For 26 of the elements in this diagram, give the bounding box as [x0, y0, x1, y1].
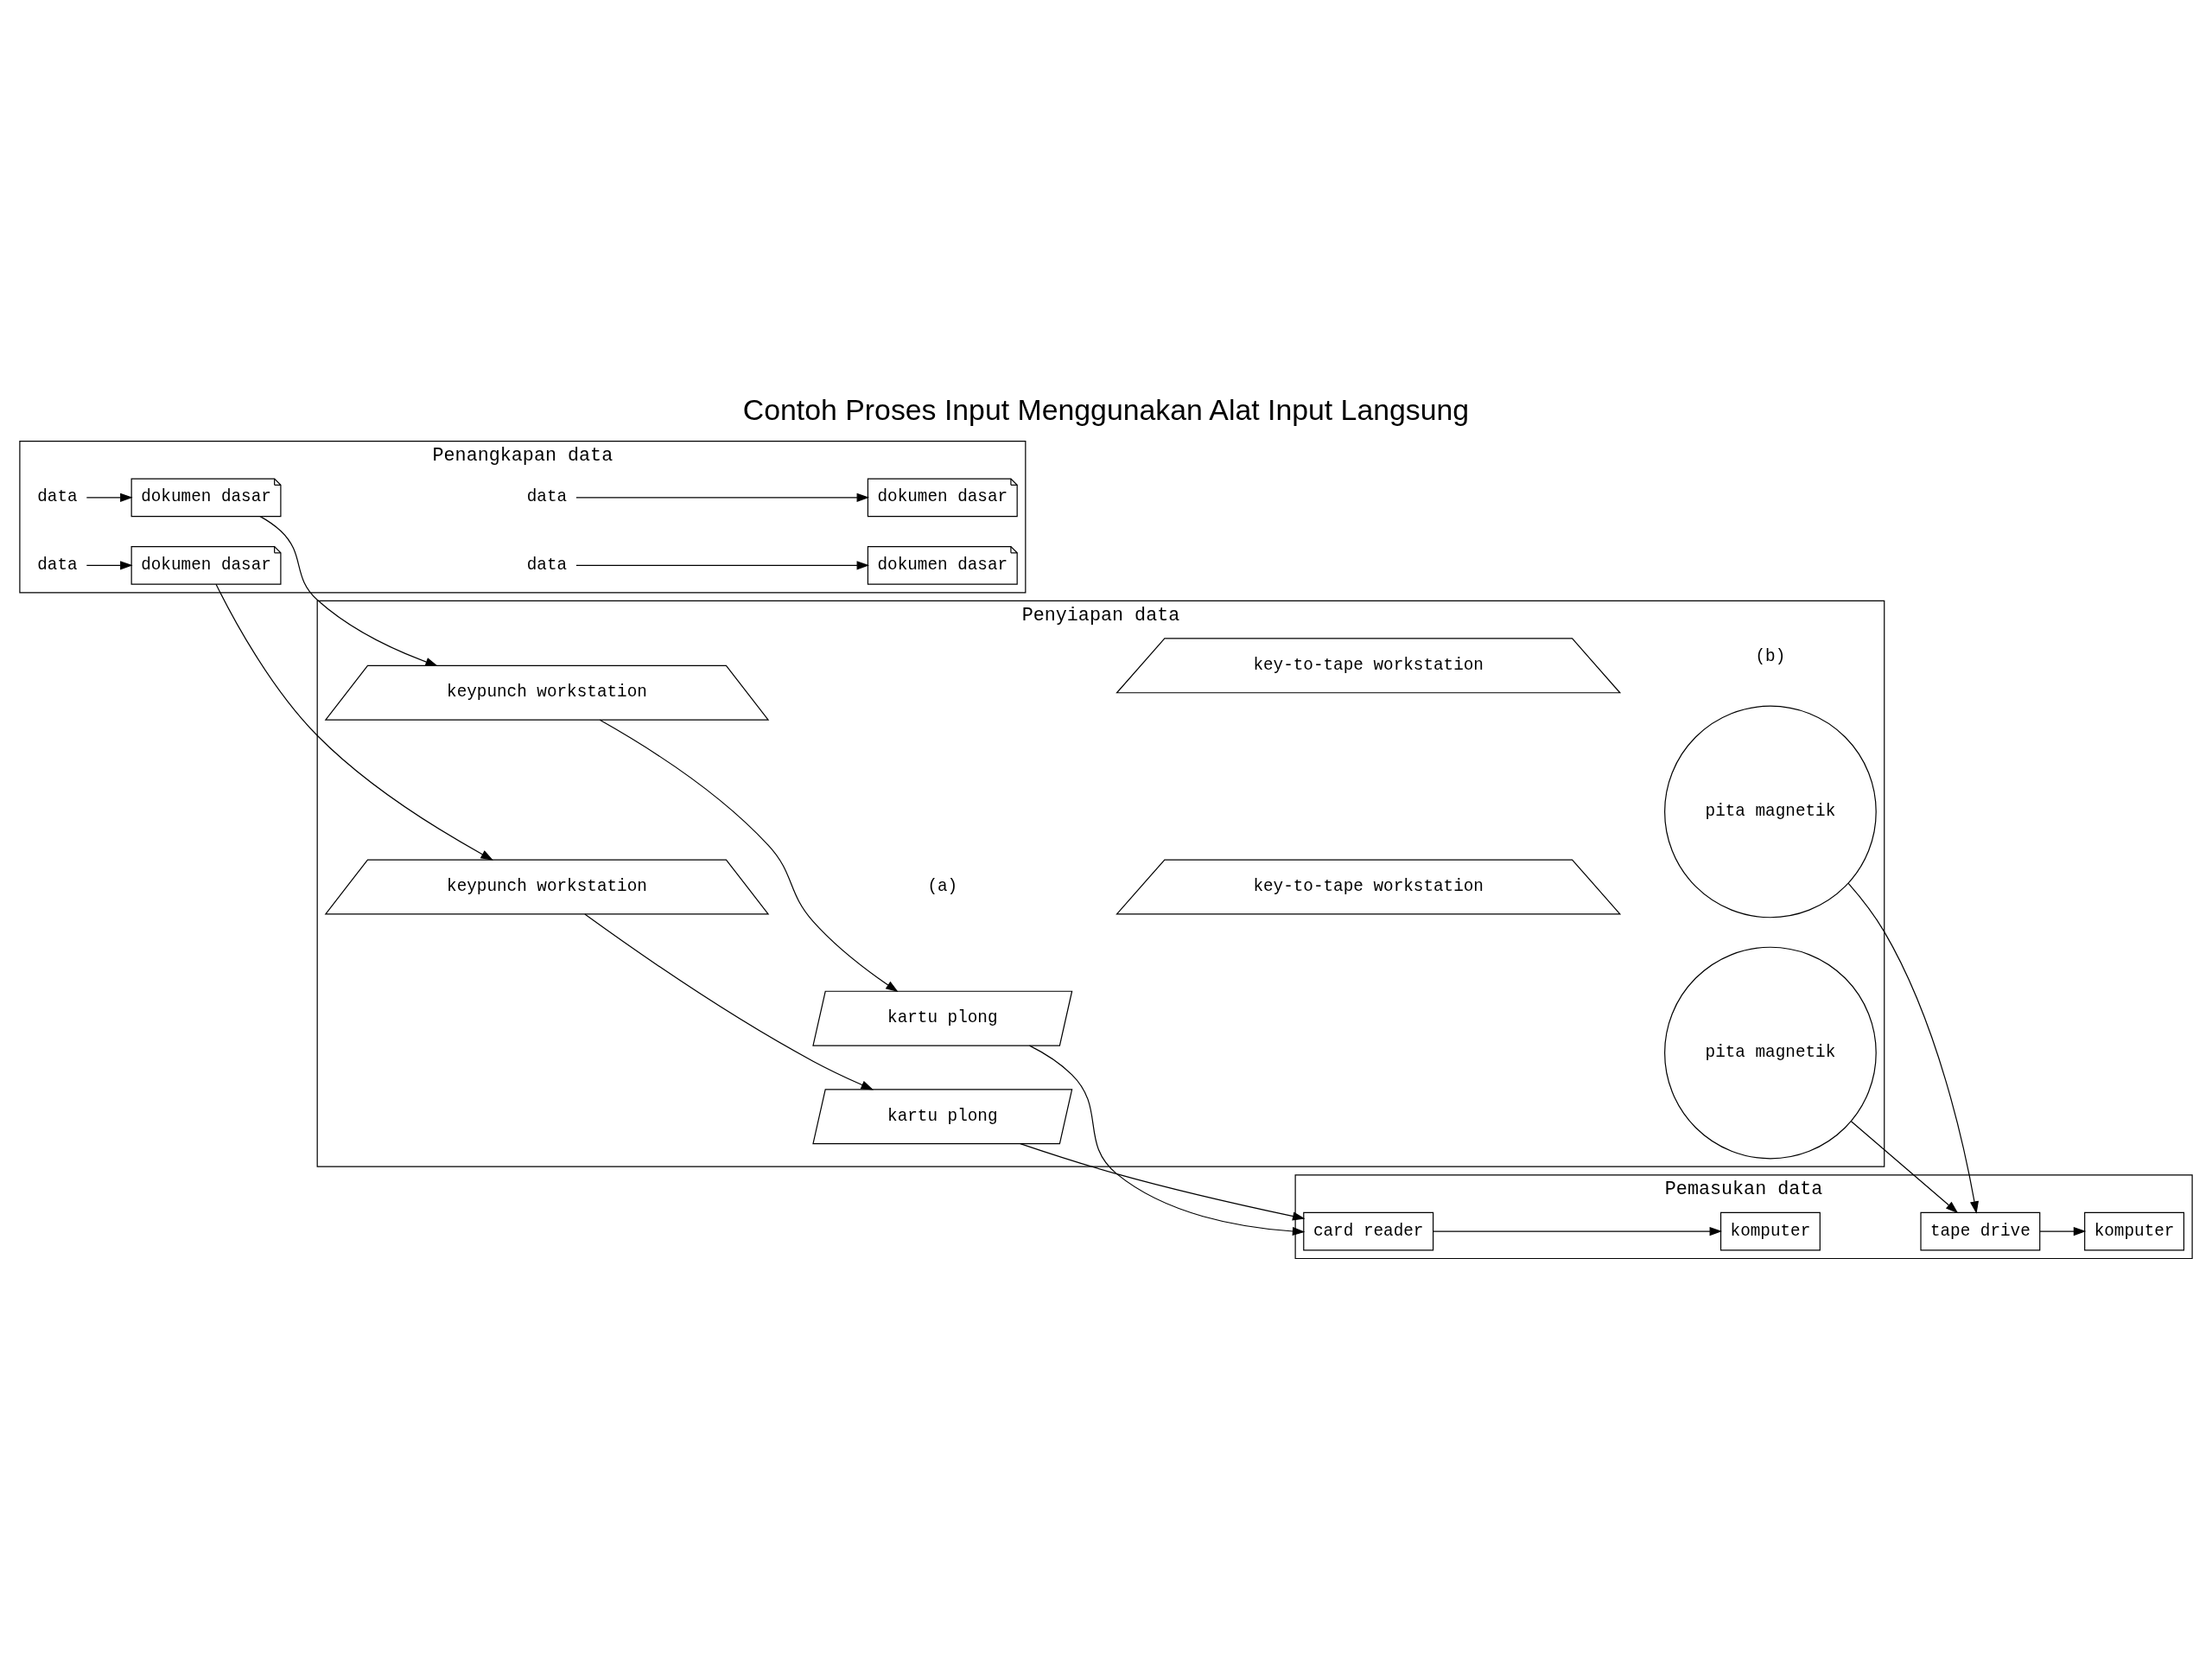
arrow [86, 561, 133, 570]
arrow [215, 583, 493, 861]
node-box: tape drive [1920, 1211, 2041, 1251]
label: (b) [1755, 647, 1786, 667]
node-circle: pita magnetik [1664, 946, 1877, 1160]
arrow [1028, 1045, 1306, 1236]
arrow [575, 493, 870, 502]
diagram-title: Contoh Proses Input Menggunakan Alat Input Langsung [742, 392, 1470, 426]
arrow [584, 913, 874, 1090]
arrow [86, 493, 133, 502]
arrow [1850, 1121, 1959, 1214]
node-text: data [526, 555, 568, 575]
arrow [599, 719, 899, 993]
node-text: data [37, 555, 78, 575]
arrow [1433, 1227, 1723, 1236]
node-box: komputer [1719, 1211, 1821, 1251]
node-box: komputer [2084, 1211, 2185, 1251]
node-box: card reader [1303, 1211, 1434, 1251]
arrow [2039, 1227, 2087, 1236]
arrow [259, 516, 438, 666]
node-text: data [37, 487, 78, 507]
arrow [1847, 882, 1979, 1214]
node-circle: pita magnetik [1664, 705, 1877, 918]
arrow [575, 561, 870, 570]
label: (a) [927, 877, 958, 897]
node-text: data [526, 487, 568, 507]
